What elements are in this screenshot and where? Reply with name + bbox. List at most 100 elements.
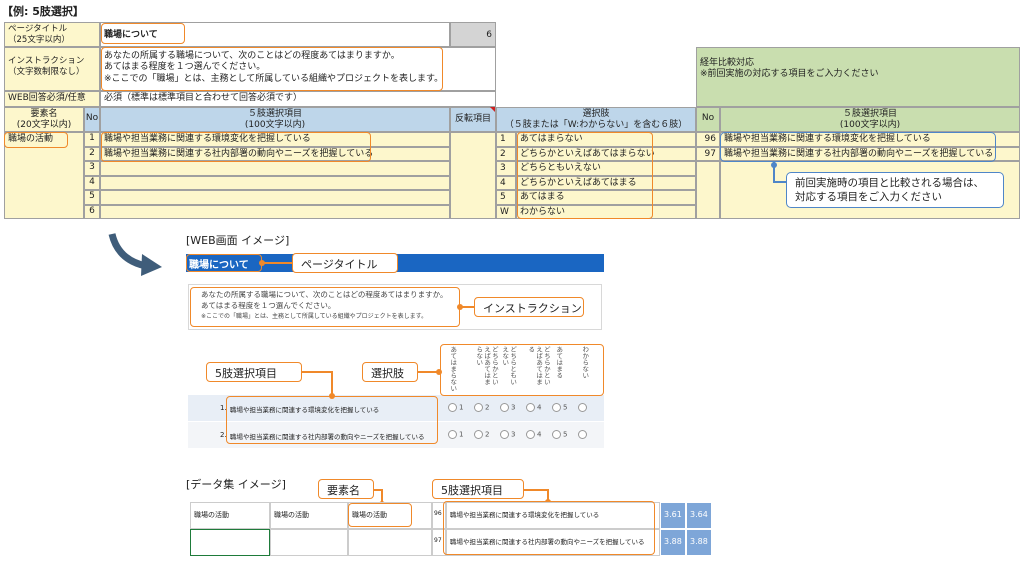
data-value: 3.64 — [686, 502, 712, 529]
instruction-callout: インストラクション — [474, 297, 584, 317]
radio-circle-icon — [500, 430, 509, 439]
choice-header: あてはまる — [554, 346, 563, 379]
radio-button[interactable] — [578, 430, 598, 439]
data-cell-empty — [270, 529, 348, 556]
data-value: 3.61 — [660, 502, 686, 529]
element-name-cell[interactable]: 職場の活動 — [4, 132, 84, 219]
radio-circle-icon — [578, 430, 587, 439]
highlight-items — [101, 132, 371, 162]
web-required-cell[interactable]: 必須（標準は標準項目と合わせて回答必須です） — [100, 91, 496, 107]
web-instruction-line: ※ここでの「職場」とは、主務として所属している組織やプロジェクトを表します。 — [201, 312, 428, 320]
reverse-cell[interactable] — [450, 132, 496, 219]
highlight-page-title — [101, 23, 185, 44]
data-row-item: 職場や担当業務に関連する環境変化を把握している — [446, 502, 660, 529]
radio-button[interactable] — [578, 403, 598, 412]
data-row-no: 96 — [432, 502, 446, 529]
trend-callout: 前回実施時の項目と比較される場合は、 対応する項目をご入力ください — [786, 172, 1004, 208]
data-cell: 職場の活動 — [190, 502, 270, 529]
choice-cell[interactable]: あてはまる — [516, 190, 696, 205]
instruction-line: あてはまる程度を１つ選んでください。 — [104, 62, 266, 73]
choice-cell[interactable]: どちらかといえばあてはまらない — [516, 146, 696, 161]
row-no: 3 — [84, 161, 100, 176]
data-value: 3.88 — [686, 529, 712, 556]
radio-button[interactable]: 2 — [474, 403, 500, 412]
callout-line — [547, 489, 549, 501]
radio-button[interactable]: 5 — [552, 403, 578, 412]
radio-label: 5 — [563, 430, 568, 439]
radio-button[interactable]: 3 — [500, 430, 526, 439]
trend-no-header: No — [696, 107, 720, 132]
row-no: 4 — [84, 175, 100, 190]
highlight-web-title — [186, 254, 262, 272]
trend-item-header: ５肢選択項目 (100文字以内) — [720, 107, 1020, 132]
radio-button[interactable]: 4 — [526, 430, 552, 439]
choice-no: 4 — [496, 175, 516, 190]
radio-circle-icon — [474, 430, 483, 439]
radio-button[interactable]: 1 — [448, 430, 474, 439]
trend-item-cell[interactable]: 職場や担当業務に関連する社内部署の動向やニーズを把握している — [720, 146, 1020, 161]
data-cell: 職場の活動 — [348, 502, 432, 529]
item-cell[interactable] — [100, 190, 450, 205]
trend-callout-line-h — [773, 181, 787, 183]
choice-cell[interactable]: どちらかといえばあてはまる — [516, 175, 696, 190]
data-cell-empty[interactable] — [190, 529, 270, 556]
radio-circle-icon — [500, 403, 509, 412]
item-header: ５肢選択項目 (100文字以内) — [100, 107, 450, 132]
radio-circle-icon — [526, 403, 535, 412]
highlight-choices — [517, 132, 653, 219]
radio-button[interactable]: 2 — [474, 430, 500, 439]
choices-header: 選択肢 （５肢または「W:わからない」を含む６肢） — [496, 107, 696, 132]
radio-button[interactable]: 1 — [448, 403, 474, 412]
no-header: No — [84, 107, 100, 132]
choice-no: 2 — [496, 146, 516, 161]
web-choice-headers: あてはまらない どちらかといえばあてはまらない どちらともいえない どちらかとい… — [444, 344, 604, 394]
row-no: 1 — [84, 132, 100, 147]
element-name-value: 職場の活動 — [8, 134, 54, 144]
web-radio-group: 1 2 3 4 5 — [448, 430, 598, 439]
item-cell[interactable] — [100, 161, 450, 176]
web-preview-label: [WEB画面 イメージ] — [186, 234, 290, 247]
data-cell-empty — [348, 529, 432, 556]
web-instruction-box: あなたの所属する職場について、次のことはどの程度あてはまりますか。 あてはまる程… — [188, 284, 602, 330]
item-cell[interactable]: 職場や担当業務に関連する社内部署の動向やニーズを把握している — [100, 146, 450, 161]
highlight-data-element — [348, 503, 412, 527]
radio-circle-icon — [578, 403, 587, 412]
trend-label: 経年比較対応 — [700, 58, 755, 68]
row-no: 5 — [84, 190, 100, 205]
highlight-web-instruction — [190, 287, 460, 327]
item-cell[interactable] — [100, 175, 450, 190]
page-title-cell[interactable]: 職場について — [100, 22, 450, 47]
web-question-no: 2. — [220, 431, 227, 439]
radio-circle-icon — [552, 430, 561, 439]
choice-cell[interactable]: どちらともいえない — [516, 161, 696, 176]
radio-label: 2 — [485, 430, 490, 439]
callout-line — [418, 371, 440, 373]
callout-line — [331, 371, 333, 395]
page-title-char-count: 6 — [450, 22, 496, 47]
radio-circle-icon — [474, 403, 483, 412]
row-no: 2 — [84, 146, 100, 161]
data-row-no: 97 — [432, 529, 446, 556]
radio-label: 3 — [511, 430, 516, 439]
trend-header-area: 経年比較対応 ※前回実施の対応する項目をご入力ください — [696, 47, 1020, 107]
radio-button[interactable]: 3 — [500, 403, 526, 412]
item-cell[interactable] — [100, 204, 450, 219]
choice-header: どちらかといえばあてはまる — [526, 346, 551, 385]
radio-button[interactable]: 4 — [526, 403, 552, 412]
radio-button[interactable]: 5 — [552, 430, 578, 439]
reverse-header: 反転項目 — [450, 107, 496, 132]
trend-callout-dot — [771, 162, 777, 168]
instruction-cell[interactable]: あなたの所属する職場について、次のことはどの程度あてはまりますか。 あてはまる程… — [100, 47, 496, 91]
highlight-element-name — [4, 132, 68, 148]
radio-label: 2 — [485, 403, 490, 412]
data-value: 3.88 — [660, 529, 686, 556]
choice-no: W — [496, 204, 516, 219]
radio-circle-icon — [448, 430, 457, 439]
items-callout: 5肢選択項目 — [206, 362, 302, 382]
trend-no: 97 — [696, 146, 720, 161]
callout-line — [262, 262, 292, 264]
web-instruction-line: あなたの所属する職場について、次のことはどの程度あてはまりますか。 — [201, 290, 448, 299]
page-title-callout: ページタイトル — [292, 253, 398, 273]
data-table: 職場の活動 職場の活動 職場の活動 96 97 職場や担当業務に関連する環境変化… — [190, 502, 712, 557]
